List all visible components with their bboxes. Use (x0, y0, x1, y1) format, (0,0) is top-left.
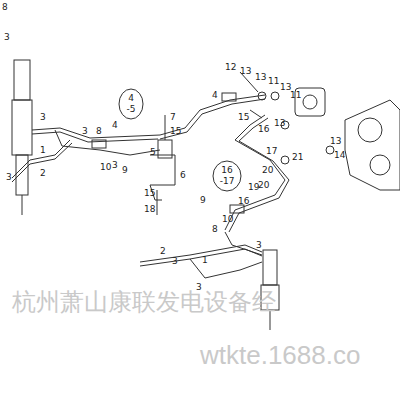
leak-off-pipe (140, 245, 262, 262)
callout-number: 15 (238, 112, 249, 122)
callout-number: 9 (122, 165, 128, 175)
callout-oval: 4 -5 (118, 88, 144, 120)
callout-number: 13 (330, 136, 341, 146)
callout-number: 21 (292, 152, 303, 162)
injector-nozzle (16, 155, 28, 195)
callout-number: 8 (212, 224, 218, 234)
washer (258, 92, 266, 100)
bolt (250, 110, 262, 118)
callout-number: 10 (222, 214, 233, 224)
callout-number: 1 (202, 255, 208, 265)
callout-number: 15 (170, 126, 181, 136)
callout-group: 16 -17 (220, 160, 234, 187)
oval (119, 89, 143, 119)
callout-number: 19 (248, 182, 259, 192)
injector-body (12, 100, 32, 155)
callout-number: 3 (112, 160, 118, 170)
callout-number: 9 (200, 195, 206, 205)
callout-number: 6 (180, 170, 186, 180)
callout-number: 11 (290, 90, 301, 100)
callout-number: 2 (160, 246, 166, 256)
callout-number: 3 (172, 256, 178, 266)
pipe (55, 130, 160, 155)
injector-tip (22, 195, 23, 215)
callout-number: 3 (6, 172, 12, 182)
valve-port (303, 95, 317, 109)
pipe (160, 99, 265, 139)
callout-number: 8 (96, 126, 102, 136)
callout-number: 13 (274, 118, 285, 128)
callout-group: 4 -5 (124, 88, 138, 115)
callout-number: 15 (144, 188, 155, 198)
callout-number: 18 (144, 204, 155, 214)
oval (213, 161, 241, 191)
callout-number: 11 (268, 76, 279, 86)
callout-number: 17 (266, 146, 277, 156)
clamp (158, 140, 172, 158)
washer (281, 156, 289, 164)
callout-number: 20 (258, 180, 269, 190)
callout-number: 13 (255, 72, 266, 82)
callout-number: 1 (40, 145, 46, 155)
washer (271, 92, 279, 100)
callout-number: 3 (82, 126, 88, 136)
pump-housing (358, 118, 382, 142)
callout-number: 13 (240, 66, 251, 76)
callout-number: 4 (212, 90, 218, 100)
callout-number: 7 (170, 112, 176, 122)
watermark: 杭州萧山康联发电设备经 (12, 286, 276, 318)
fuel-pump (345, 100, 400, 190)
leak-off-pipe (12, 140, 70, 178)
watermark: wtkte.1688.co (200, 340, 360, 371)
callout-number: 3 (256, 240, 262, 250)
bolt (165, 115, 166, 140)
leak-off-pipe (190, 259, 262, 278)
callout-number: 14 (334, 150, 345, 160)
callout-number: 3 (4, 32, 10, 42)
callout-number: 4 (112, 120, 118, 130)
callout-number: 20 (262, 165, 273, 175)
callout-number: 3 (40, 112, 46, 122)
union (92, 140, 106, 148)
callout-oval: 16 -17 (212, 160, 242, 192)
injector (14, 60, 30, 100)
callout-number: 13 (280, 82, 291, 92)
injector (263, 250, 277, 285)
callout-number: 16 (258, 124, 269, 134)
callout-number: 16 (238, 196, 249, 206)
bolt (157, 190, 158, 215)
union (222, 93, 236, 101)
pump-housing (370, 155, 390, 175)
callout-number: 8 (2, 2, 8, 12)
callout-number: 5 (150, 147, 156, 157)
callout-number: 2 (40, 168, 46, 178)
callout-number: 12 (225, 62, 236, 72)
washer (326, 146, 334, 154)
leak-off-pipe (140, 249, 262, 266)
callout-number: 10 (100, 162, 111, 172)
leak-off-pipe (12, 143, 72, 182)
